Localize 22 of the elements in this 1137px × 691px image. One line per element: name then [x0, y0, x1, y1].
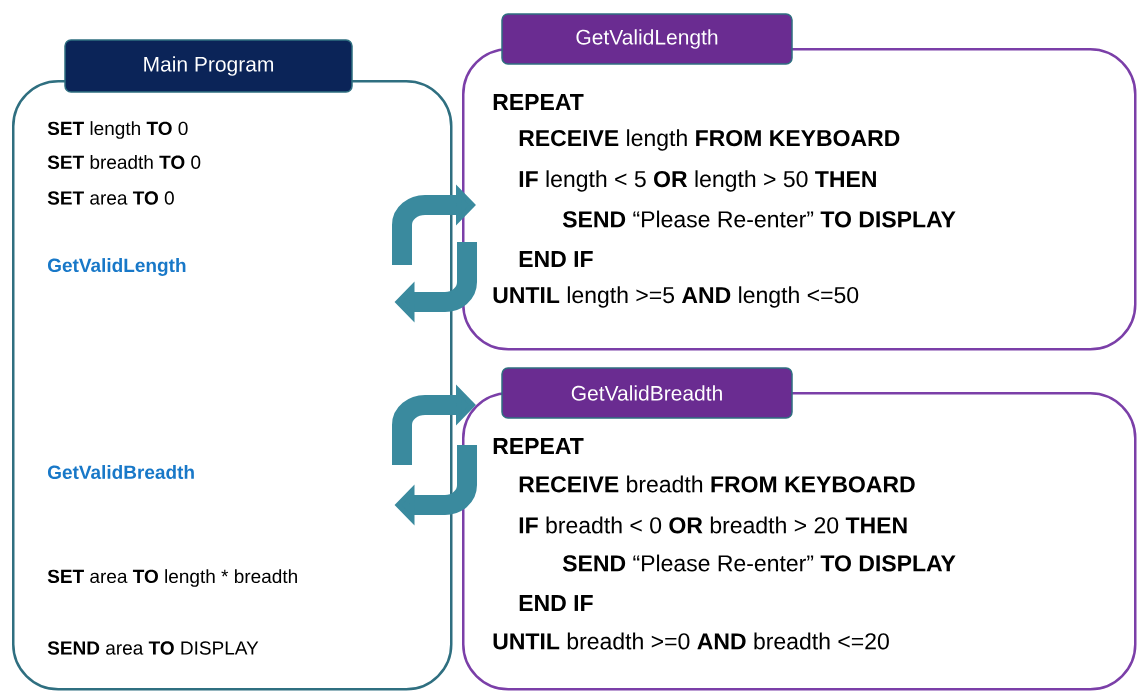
procedure-call: GetValidLength — [48, 258, 186, 276]
code-line: RECEIVE breadth FROM KEYBOARD — [519, 475, 915, 493]
code-line: SEND “Please Re-enter” TO DISPLAY — [562, 554, 956, 572]
code-line: UNTIL length >=5 AND length <=50 — [493, 286, 859, 308]
code-line: SET breadth TO 0 — [47, 155, 201, 169]
code-line: SET length TO 0 — [47, 121, 188, 139]
procedure-call: GetValidBreadth — [48, 465, 194, 479]
code-line: SET area TO 0 — [47, 191, 174, 205]
code-line: END IF — [519, 251, 593, 267]
code-line: RECEIVE length FROM KEYBOARD — [519, 129, 900, 151]
code-line: END IF — [519, 595, 593, 611]
code-line: SEND area TO DISPLAY — [47, 641, 259, 655]
code-line: UNTIL breadth >=0 AND breadth <=20 — [493, 632, 889, 650]
code-line: IF length < 5 OR length > 50 THEN — [519, 170, 876, 192]
title-tab: GetValidLength — [501, 13, 793, 65]
code-line: SEND “Please Re-enter” TO DISPLAY — [562, 210, 956, 228]
code-line: IF breadth < 0 OR breadth > 20 THEN — [519, 516, 907, 534]
title-tab: GetValidBreadth — [501, 367, 793, 419]
code-line: SET area TO length * breadth — [47, 569, 297, 587]
title-tab: Main Program — [64, 39, 353, 93]
code-line: REPEAT — [493, 94, 584, 110]
code-line: REPEAT — [493, 438, 584, 454]
